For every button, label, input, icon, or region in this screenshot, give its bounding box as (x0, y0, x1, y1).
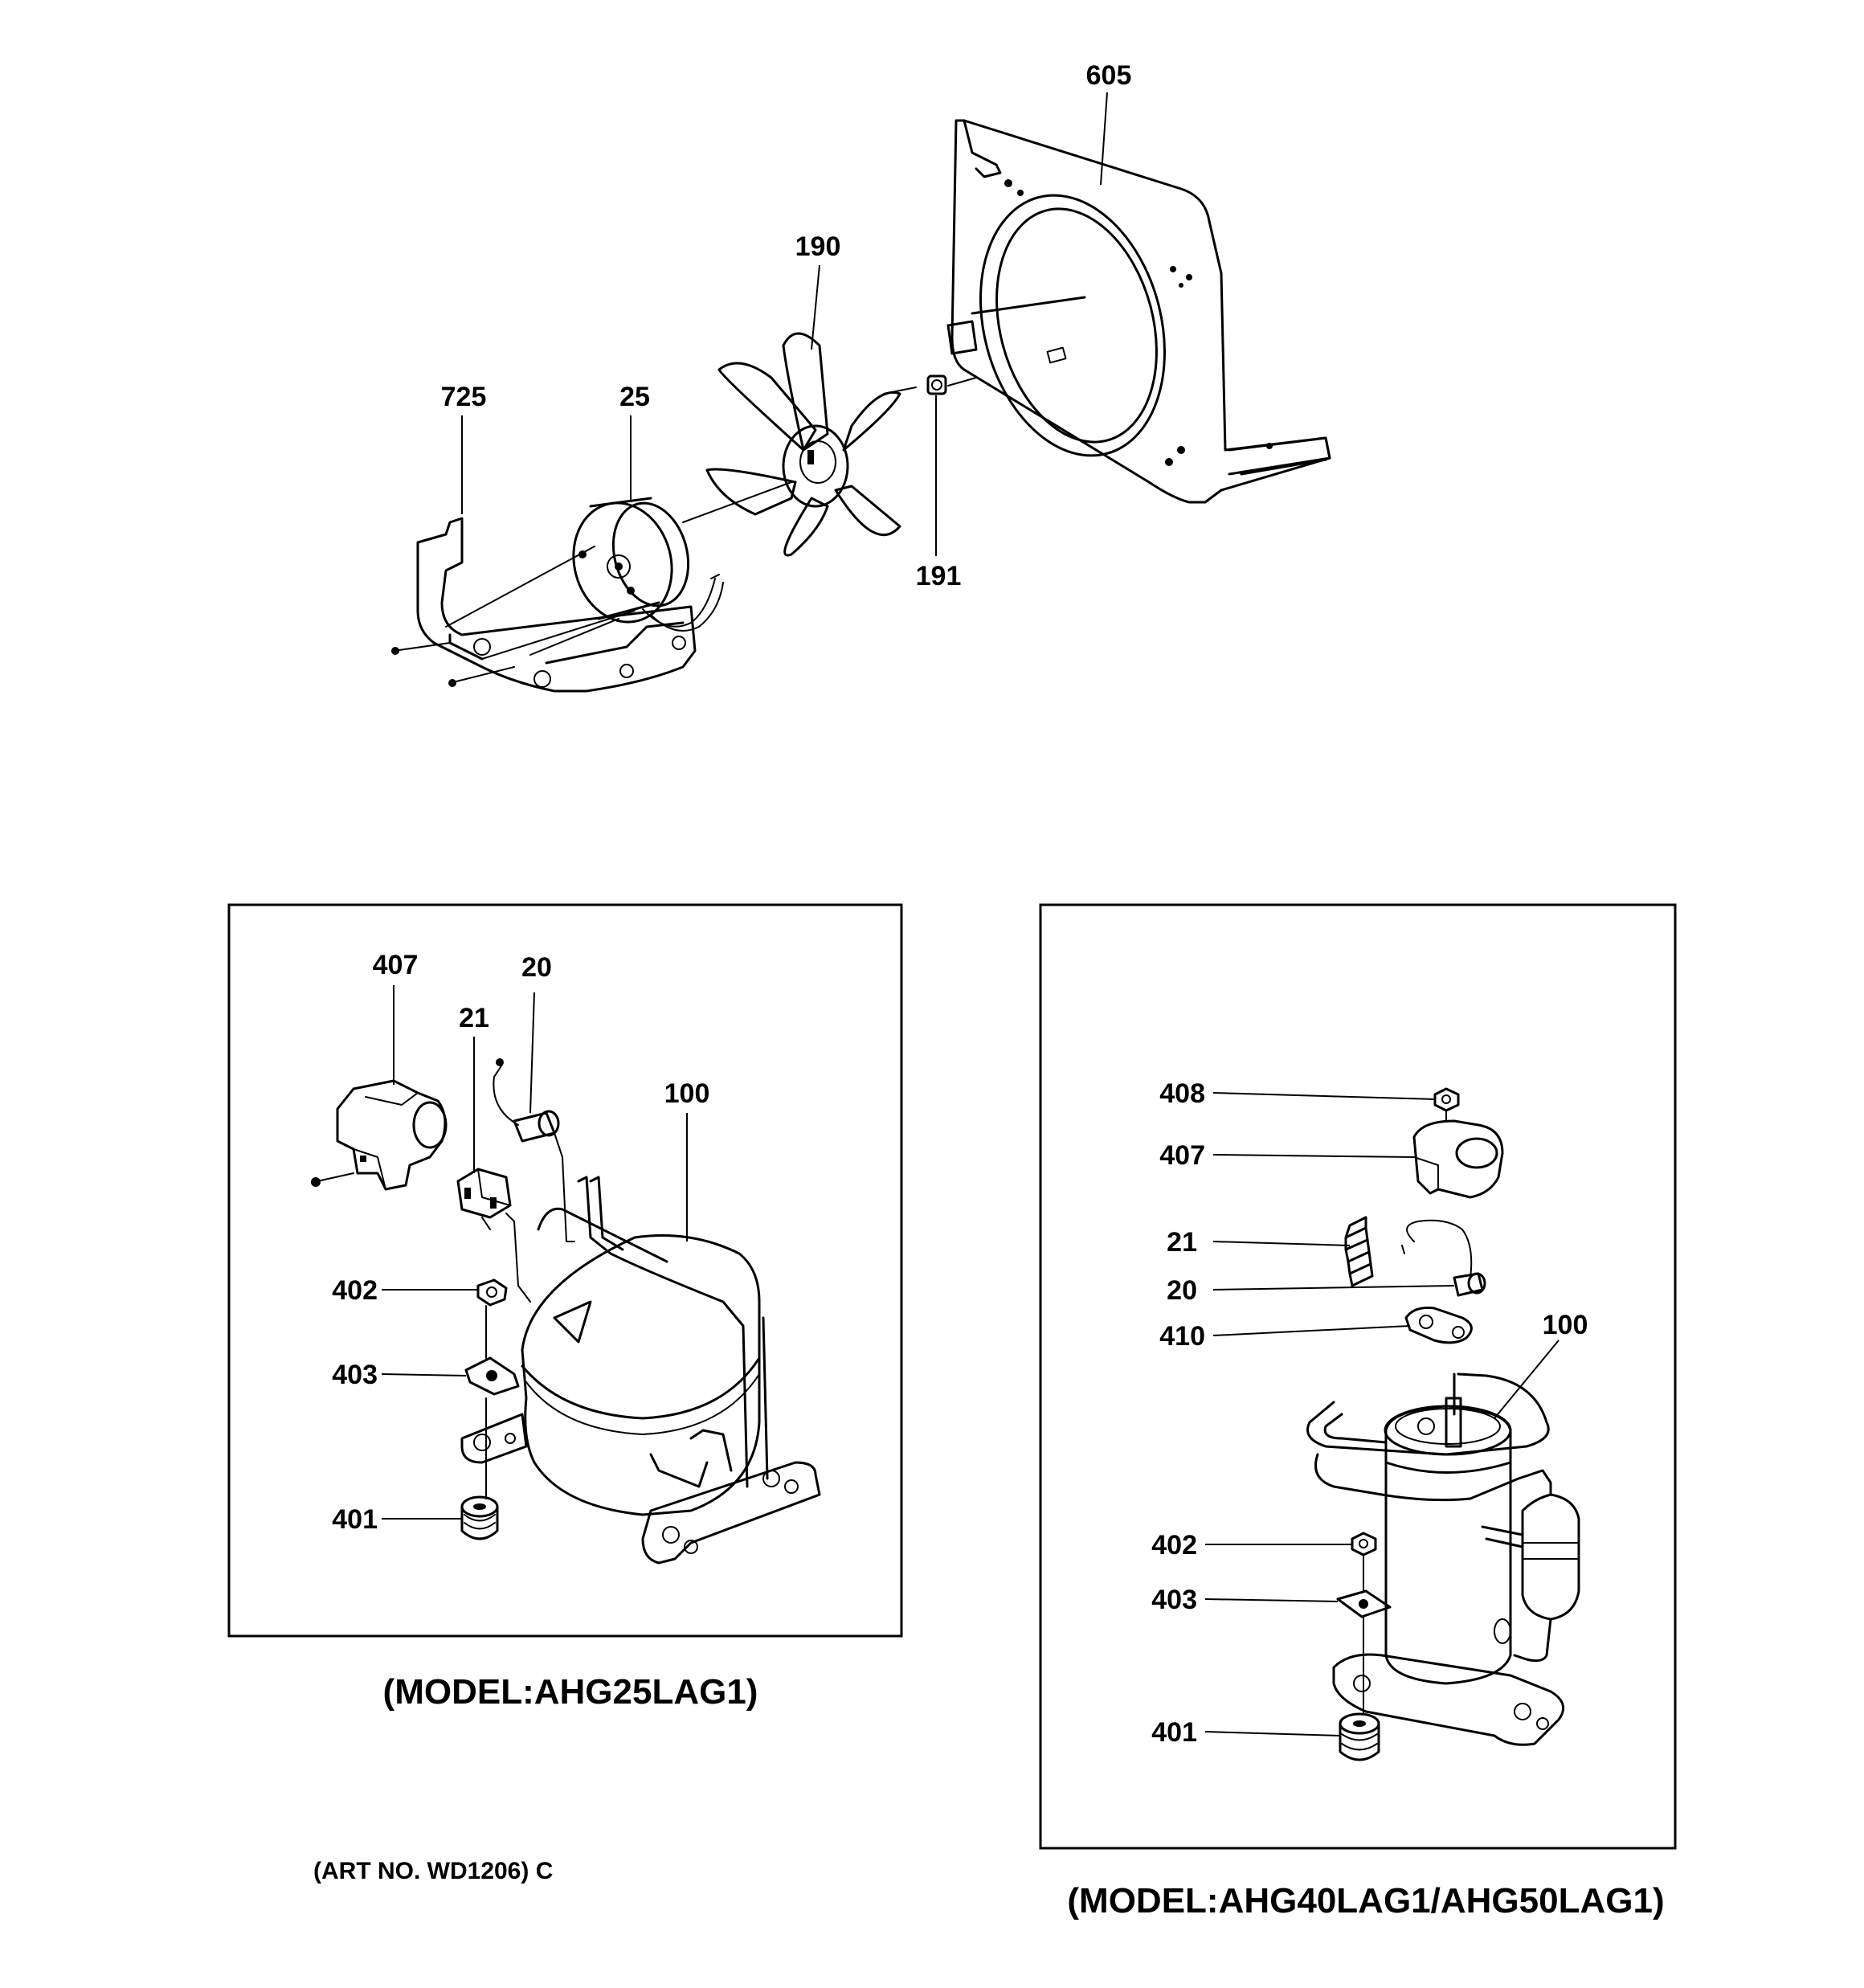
art-number: (ART NO. WD1206) C (313, 1858, 553, 1884)
callout-401-large: 401 (1151, 1717, 1197, 1748)
gasket-410 (1404, 1307, 1473, 1344)
callout-25: 25 (619, 382, 650, 412)
callout-100: 100 (664, 1078, 710, 1109)
fan-assembly: 725 25 190 191 605 (391, 60, 1331, 693)
callout-403: 403 (332, 1360, 378, 1390)
callout-191: 191 (916, 561, 962, 591)
terminal-cover-407-large (1412, 1119, 1504, 1199)
caption-model-large: (MODEL:AHG40LAG1/AHG50LAG1) (1067, 1881, 1664, 1921)
washer-403-large (1336, 1589, 1392, 1618)
callout-20: 20 (521, 952, 552, 983)
compressor-panel-large: 408 407 21 20 410 100 402 403 401 (1039, 903, 1677, 1850)
grommet-401-large (1339, 1712, 1380, 1761)
panel-frame-small (227, 903, 903, 1638)
callout-407-large: 407 (1159, 1140, 1205, 1171)
nut-408 (1433, 1087, 1460, 1112)
compressor-100-large (1306, 1372, 1580, 1746)
motor-shaft (682, 481, 792, 523)
callout-408: 408 (1159, 1078, 1205, 1109)
relay-21-large (1344, 1216, 1374, 1287)
callout-401: 401 (332, 1504, 378, 1535)
washer-403-small (464, 1356, 520, 1396)
nut-402-large (1351, 1532, 1377, 1556)
callout-21: 21 (459, 1003, 489, 1033)
overload-20 (493, 1058, 560, 1143)
callout-605: 605 (1086, 60, 1132, 91)
bracket-725 (391, 517, 697, 693)
compressor-panel-small: 407 20 21 100 402 403 401 (227, 903, 903, 1638)
callout-725: 725 (441, 382, 487, 412)
callout-402-large: 402 (1151, 1530, 1197, 1561)
callout-100-large: 100 (1543, 1310, 1588, 1340)
fan-blade-190 (705, 332, 901, 557)
nut-402-small (476, 1278, 508, 1307)
panel-frame-large (1039, 903, 1677, 1850)
caption-model-small: (MODEL:AHG25LAG1) (383, 1672, 758, 1712)
relay-21 (456, 1168, 512, 1219)
callout-407: 407 (373, 950, 419, 980)
terminal-cover-407 (311, 1079, 448, 1191)
compressor-100-small (460, 1176, 821, 1565)
callout-20-large: 20 (1167, 1275, 1197, 1306)
grommet-401-small (460, 1495, 499, 1540)
shroud-605 (946, 119, 1331, 504)
motor-25 (572, 497, 724, 632)
nut-191 (883, 374, 977, 395)
callout-21-large: 21 (1167, 1227, 1197, 1258)
callout-403-large: 403 (1151, 1585, 1197, 1615)
callout-410: 410 (1159, 1321, 1205, 1352)
callout-190: 190 (795, 231, 841, 262)
callout-402: 402 (332, 1275, 378, 1306)
overload-20-large (1401, 1219, 1486, 1297)
